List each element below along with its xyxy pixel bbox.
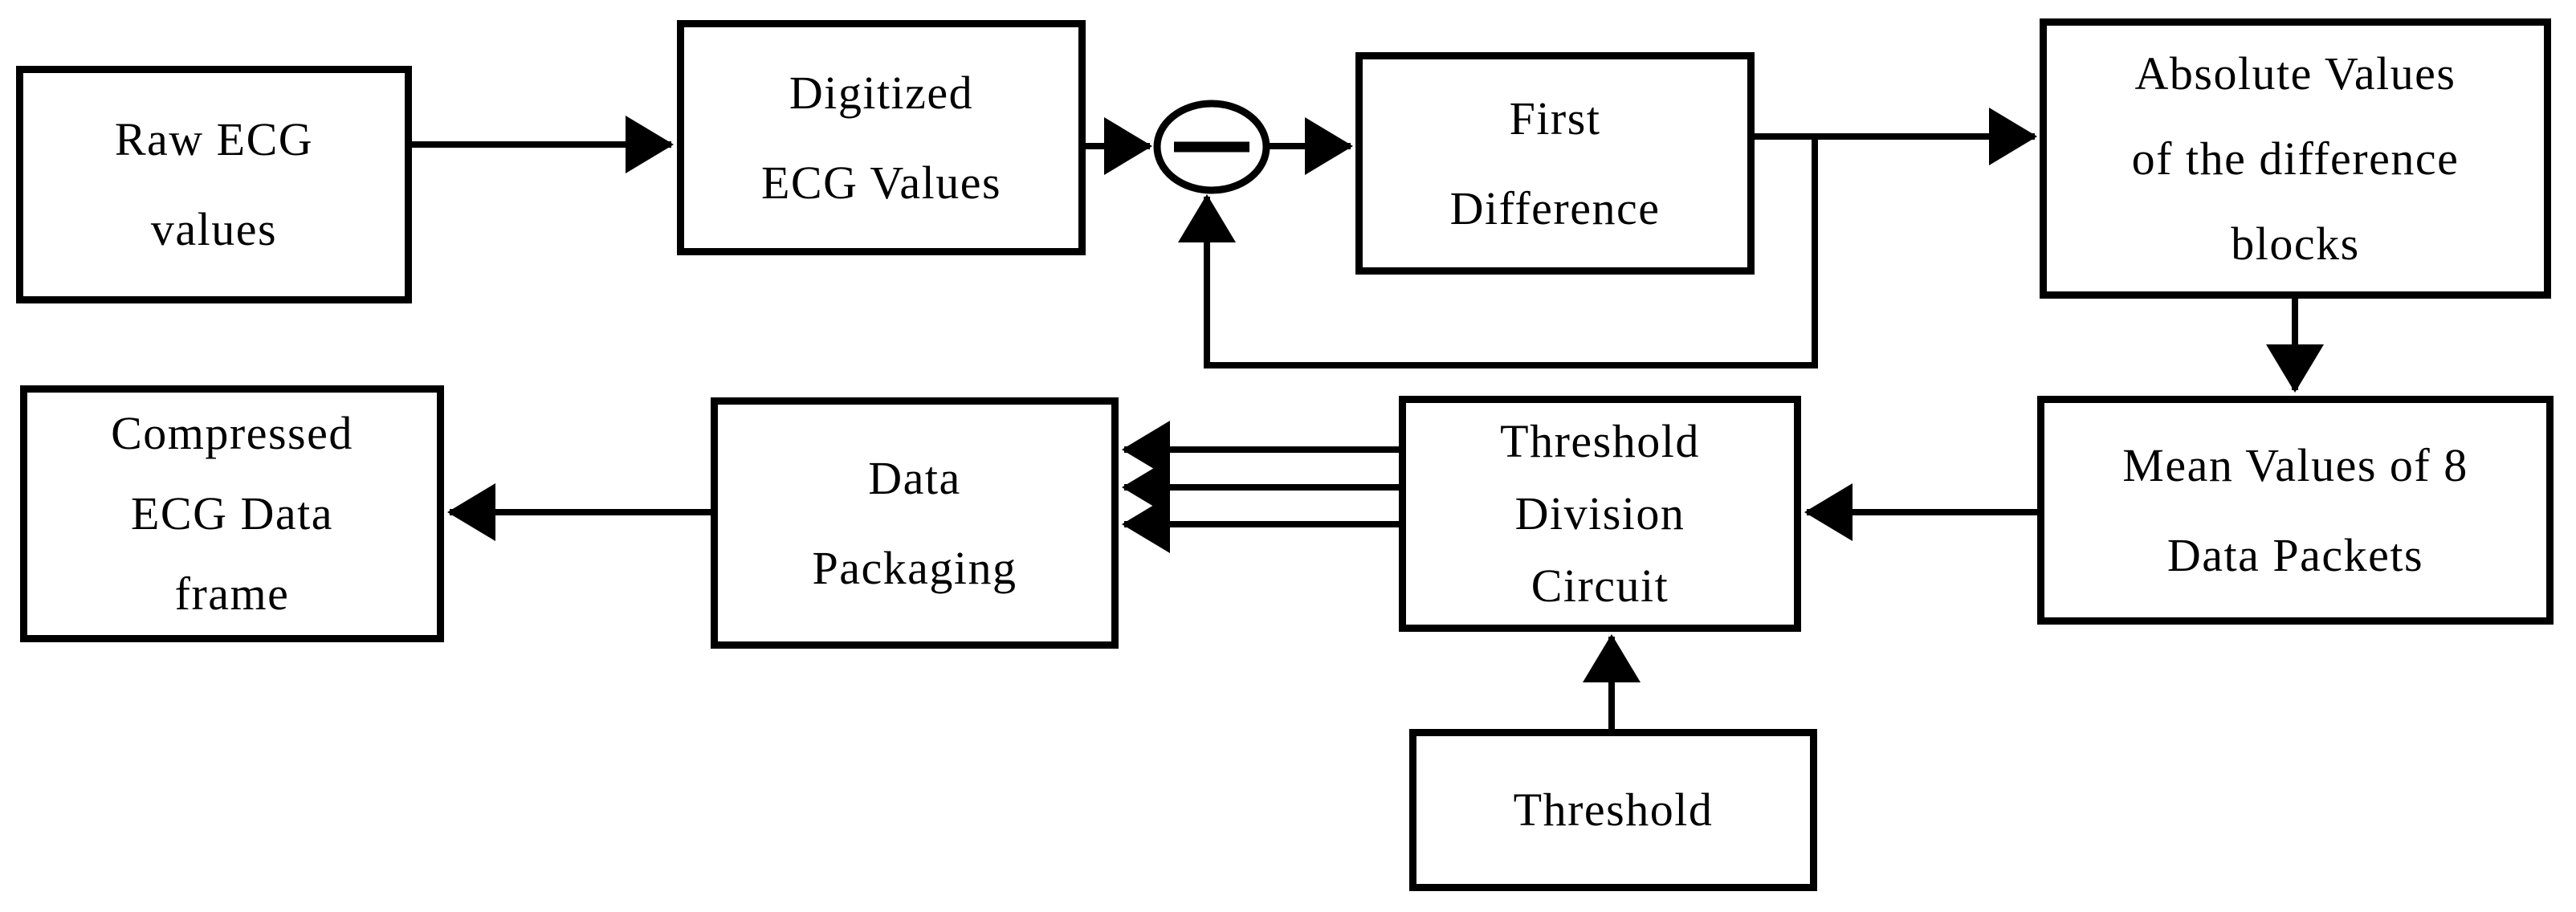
node-label: Absolute Values of the difference blocks	[2131, 47, 2460, 270]
edge-feedback-to-subtractor	[1178, 136, 1818, 368]
node-first-difference: First Difference	[1355, 52, 1755, 275]
subtractor-node	[1153, 100, 1270, 194]
node-digitized-ecg-values: Digitized ECG Values	[677, 20, 1086, 255]
node-threshold-division-circuit: Threshold Division Circuit	[1399, 396, 1801, 632]
node-label: Data Packaging	[812, 451, 1017, 594]
node-label: Threshold	[1513, 784, 1714, 836]
node-compressed-ecg-data-frame: Compressed ECG Data frame	[20, 385, 444, 642]
node-data-packaging: Data Packaging	[711, 397, 1119, 649]
node-absolute-values: Absolute Values of the difference blocks	[2040, 18, 2551, 299]
node-label: Compressed ECG Data frame	[111, 407, 353, 620]
node-label: Raw ECG values	[114, 113, 314, 255]
node-threshold: Threshold	[1409, 729, 1817, 891]
node-raw-ecg-values: Raw ECG values	[16, 66, 412, 303]
node-label: First Difference	[1449, 92, 1661, 234]
node-mean-values: Mean Values of 8 Data Packets	[2037, 396, 2554, 625]
node-label: Mean Values of 8 Data Packets	[2122, 438, 2468, 581]
node-label: Digitized ECG Values	[760, 66, 1002, 209]
node-label: Threshold Division Circuit	[1500, 415, 1700, 612]
